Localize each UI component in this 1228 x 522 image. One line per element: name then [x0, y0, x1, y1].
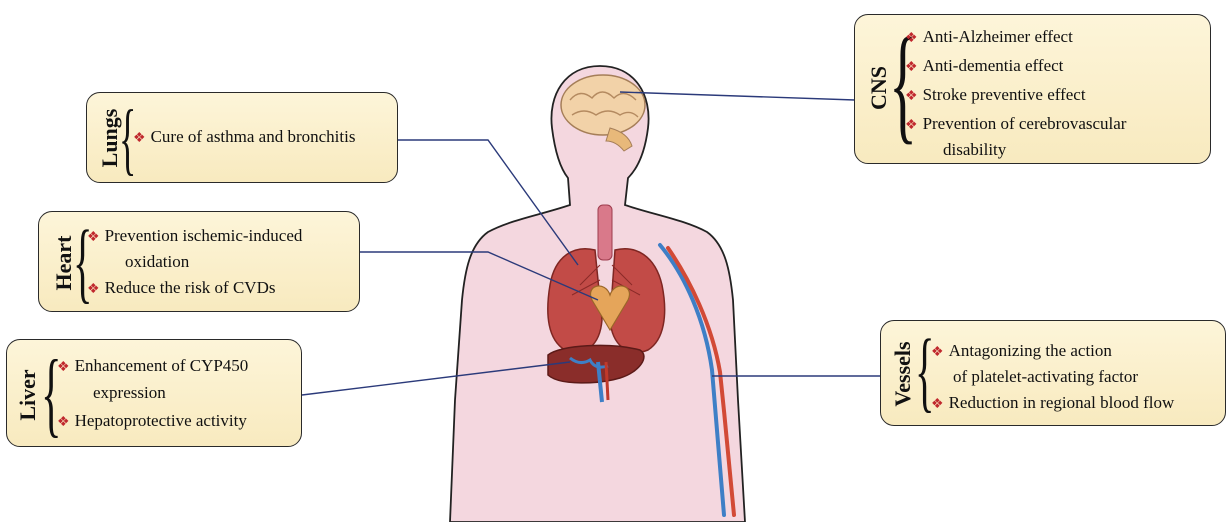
bullet-icon: ❖ [87, 282, 100, 297]
liver-item-2: ❖Hepatoprotective activity [57, 411, 247, 433]
liver-item-1-continuation: expression [93, 383, 166, 403]
cns-item-4: ❖Prevention of cerebrovascular [905, 114, 1126, 136]
liver-title: Liver [15, 360, 41, 430]
bullet-icon: ❖ [905, 89, 918, 104]
bullet-icon: ❖ [905, 118, 918, 133]
bullet-icon: ❖ [133, 131, 146, 146]
cns-panel: CNS { ❖Anti-Alzheimer effect ❖Anti-demen… [854, 14, 1211, 164]
bullet-icon: ❖ [905, 31, 918, 46]
vessels-item-1: ❖Antagonizing the action [931, 341, 1112, 363]
lungs-panel: Lungs { ❖Cure of asthma and bronchitis [86, 92, 398, 183]
cns-connector [620, 92, 855, 100]
cns-item-3: ❖Stroke preventive effect [905, 85, 1086, 107]
liver-panel: Liver { ❖Enhancement of CYP450 expressio… [6, 339, 302, 447]
bullet-icon: ❖ [57, 415, 70, 430]
cns-item-2: ❖Anti-dementia effect [905, 56, 1063, 78]
vessels-item-2: ❖Reduction in regional blood flow [931, 393, 1174, 415]
trachea [598, 205, 612, 260]
bullet-icon: ❖ [57, 360, 70, 375]
bullet-icon: ❖ [905, 60, 918, 75]
heart-item-1-continuation: oxidation [125, 252, 189, 272]
bullet-icon: ❖ [931, 397, 944, 412]
cns-item-4-continuation: disability [943, 140, 1006, 160]
bullet-icon: ❖ [87, 230, 100, 245]
bullet-icon: ❖ [931, 345, 944, 360]
heart-item-2: ❖Reduce the risk of CVDs [87, 278, 275, 300]
cns-item-1: ❖Anti-Alzheimer effect [905, 27, 1073, 49]
heart-item-1: ❖Prevention ischemic-induced [87, 226, 302, 248]
lungs-item-1: ❖Cure of asthma and bronchitis [133, 127, 355, 149]
liver-item-1: ❖Enhancement of CYP450 [57, 356, 248, 378]
vessels-title: Vessels [890, 334, 916, 414]
vessels-panel: Vessels { ❖Antagonizing the action of pl… [880, 320, 1226, 426]
heart-panel: Heart { ❖Prevention ischemic-induced oxi… [38, 211, 360, 312]
vessels-item-1-continuation: of platelet-activating factor [953, 367, 1138, 387]
